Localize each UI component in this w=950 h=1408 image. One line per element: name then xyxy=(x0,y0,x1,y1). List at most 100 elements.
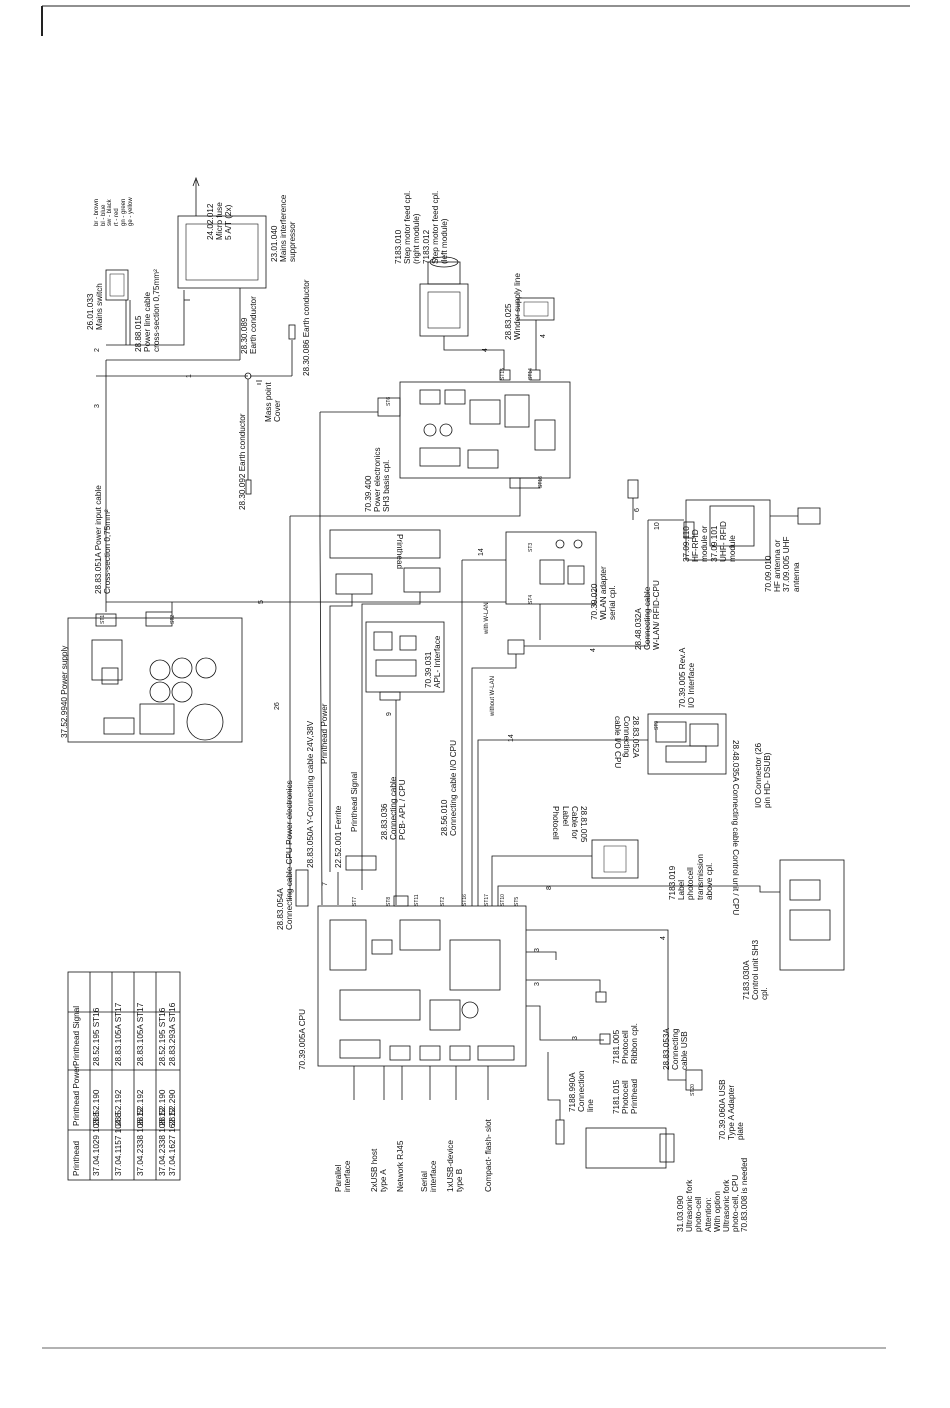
ultrasonic-photocell xyxy=(585,1127,667,1169)
label-ribbon-photocell: 7181.005 Photocell Ribbon cpl. xyxy=(612,1023,640,1064)
label-io-cable-flipped: 28.83.052A Connecting cable I/O CPU xyxy=(612,716,640,769)
control-unit-board xyxy=(779,859,845,971)
label-mass-point: Mass point Cover xyxy=(264,382,283,422)
winder-connector xyxy=(517,297,555,321)
label-wlan-rfid-cable: 28.48.032A Connecting cable W-LAN/ RFID-… xyxy=(634,580,662,650)
label-pcb-apl-cable: 28.83.036 Connecting cable PCB- APL / CP… xyxy=(380,776,408,840)
label-photocell-cable-flipped: 28.81.005 Cable for Label Photocell xyxy=(551,806,588,843)
label-ferrite: 22.52.001 Ferrite xyxy=(334,805,343,868)
label-printhead-photocell: 7181.015 Photocell Printhead xyxy=(612,1078,640,1114)
st-label: ST1 xyxy=(100,614,106,624)
wire-number: 14 xyxy=(508,734,515,742)
wire-number: 3 xyxy=(94,404,101,408)
label-printhead: Printhead xyxy=(395,534,404,570)
table-cell: 28.52.195 ST16 xyxy=(92,1007,101,1066)
label-rfid-module: 37.09.110 HF-RFID module or 37.09.101 UH… xyxy=(682,521,737,562)
table-cell: 28.83.293A ST16 xyxy=(168,1002,177,1066)
st-label: ST20 xyxy=(690,1084,696,1096)
st-label: ST4 xyxy=(528,594,534,604)
table-header-power: Printhead Power xyxy=(72,1065,81,1126)
printhead-block xyxy=(329,529,441,559)
wire-number: 6 xyxy=(634,508,641,512)
label-power-electronics: 70.39.400 Power electronics SH3 basis cp… xyxy=(364,447,392,512)
wire-number: 3 xyxy=(572,1036,579,1040)
apl-interface-board xyxy=(365,621,445,693)
label-compact-flash: Compact- flash- slot xyxy=(484,1119,493,1192)
power-electronics-board xyxy=(399,381,571,479)
label-ultrasonic: 31.03.090 Ultrasonic fork photo-cell Att… xyxy=(676,1157,750,1232)
wire-number: 3 xyxy=(534,982,541,986)
label-apl-interface: 70.39.031 APL- Interface xyxy=(424,635,443,688)
st-label: ST11 xyxy=(414,894,420,906)
table-cell: 28.52.192 xyxy=(114,1089,123,1126)
wire-number: 4 xyxy=(590,648,597,652)
wire-number: 26 xyxy=(274,702,281,710)
label-printhead-signal: Printhead Signal xyxy=(350,771,359,832)
table-cell: 28.52.190 xyxy=(158,1089,167,1126)
st-label: ST3 xyxy=(528,542,534,552)
st-label: ST14 xyxy=(528,368,534,380)
table-cell: 28.83.105A ST17 xyxy=(114,1002,123,1066)
label-wlan-adapter: 70.39.020 WLAN adapter serial cpl. xyxy=(590,566,618,620)
label-connection-line: 7188.990A Connection line xyxy=(568,1070,596,1112)
label-parallel: Parallel interface xyxy=(334,1160,353,1192)
rfid-module xyxy=(685,499,771,561)
label-io-interface: 70.39.005 Rev.A I/O Interface xyxy=(678,647,697,708)
antenna xyxy=(797,507,821,525)
label-usb-adapter: 70.39.060A USB Type A Adapter plate xyxy=(718,1079,746,1140)
table-cell: 28.52.190 xyxy=(92,1089,101,1126)
wire-number: 4 xyxy=(482,348,489,352)
wire-number: 9 xyxy=(386,712,393,716)
wire-number: 5 xyxy=(258,600,265,604)
label-mains-switch: 26.01.033 Mains switch xyxy=(86,283,105,330)
label-photocell xyxy=(591,839,639,879)
power-supply-board xyxy=(67,617,243,743)
label-cable-cpu-power: 28.83.054A Connecting cable CPU Power el… xyxy=(276,780,295,930)
cpu-board xyxy=(317,905,527,1067)
st-label: ST9 xyxy=(654,720,660,730)
label-usb-host: 2xUSB host type A xyxy=(370,1148,389,1192)
table-cell: 28.52.192 xyxy=(136,1089,145,1126)
mains-interference-suppressor xyxy=(177,215,267,289)
st-label: ST8 xyxy=(386,896,392,906)
label-earth-092: 28.30.092 Earth conductor xyxy=(238,413,247,511)
label-control-cable-flipped: 28.48.035A Connecting cable Control unit… xyxy=(731,740,740,916)
label-power-input-cable: 28.83.051A Power input cable Cross-secti… xyxy=(94,485,113,594)
label-earth-086: 28.30.086 Earth conductor xyxy=(302,279,311,377)
label-step-motor: 7183.010 Step motor feed cpl. (right mod… xyxy=(394,190,449,264)
wire-number: 3 xyxy=(534,948,541,952)
table-header-signal: Printhead Signal xyxy=(72,1005,81,1066)
label-antenna: 70.09.010 HF antenna or 37.09.005 UHF an… xyxy=(764,536,801,592)
label-io-cpu-cable: 28.56.010 Connecting cable I/O CPU xyxy=(440,739,459,836)
wire-number: 14 xyxy=(478,548,485,556)
table-header-printhead: Printhead xyxy=(72,1140,81,1176)
label-without-wlan: without W-LAN xyxy=(490,676,496,716)
usb-adapter xyxy=(685,1069,703,1091)
label-fuse: 24.02.012 Micro fuse 5 A/T (2x) xyxy=(206,202,234,240)
st-label: ST7 xyxy=(352,896,358,906)
st-label: ST16 xyxy=(462,894,468,906)
st-label: ST10 xyxy=(500,894,506,906)
table-cell: 28.52.195 ST16 xyxy=(158,1007,167,1066)
label-suppressor: 23.01.040 Mains interference suppressor xyxy=(270,194,298,262)
st-label: ST5 xyxy=(514,896,520,906)
label-winder: 28.83.025 Winder supply line xyxy=(504,273,523,340)
label-power-supply: 37.52.9940 Power supply xyxy=(60,645,69,738)
st-label: ST17 xyxy=(484,894,490,906)
label-color-codes: br - brown bl - blue sw - black rt - red… xyxy=(94,197,134,226)
label-printhead-power: Printhead Power xyxy=(320,703,329,764)
label-y-cable: 28.83.050A Y-Connecting cable 24V,38V xyxy=(306,720,315,868)
label-control-unit: 7183.030A Control unit SH3 cpl. xyxy=(742,939,770,1000)
st-label: ST2 xyxy=(170,614,176,624)
label-power-line-cable: 28.88.015 Power line cable cross-section… xyxy=(134,269,162,352)
wire-number: 10 xyxy=(654,522,661,530)
io-interface-board xyxy=(647,713,727,775)
st-label: ST6 xyxy=(386,396,392,406)
mains-switch xyxy=(105,269,129,301)
st-label: ST15 xyxy=(500,368,506,380)
wire-number: 8 xyxy=(546,886,553,890)
table-cell: 28.83.105A ST17 xyxy=(136,1002,145,1066)
wire-number: 7 xyxy=(322,882,329,886)
st-label: ST2 xyxy=(440,896,446,906)
